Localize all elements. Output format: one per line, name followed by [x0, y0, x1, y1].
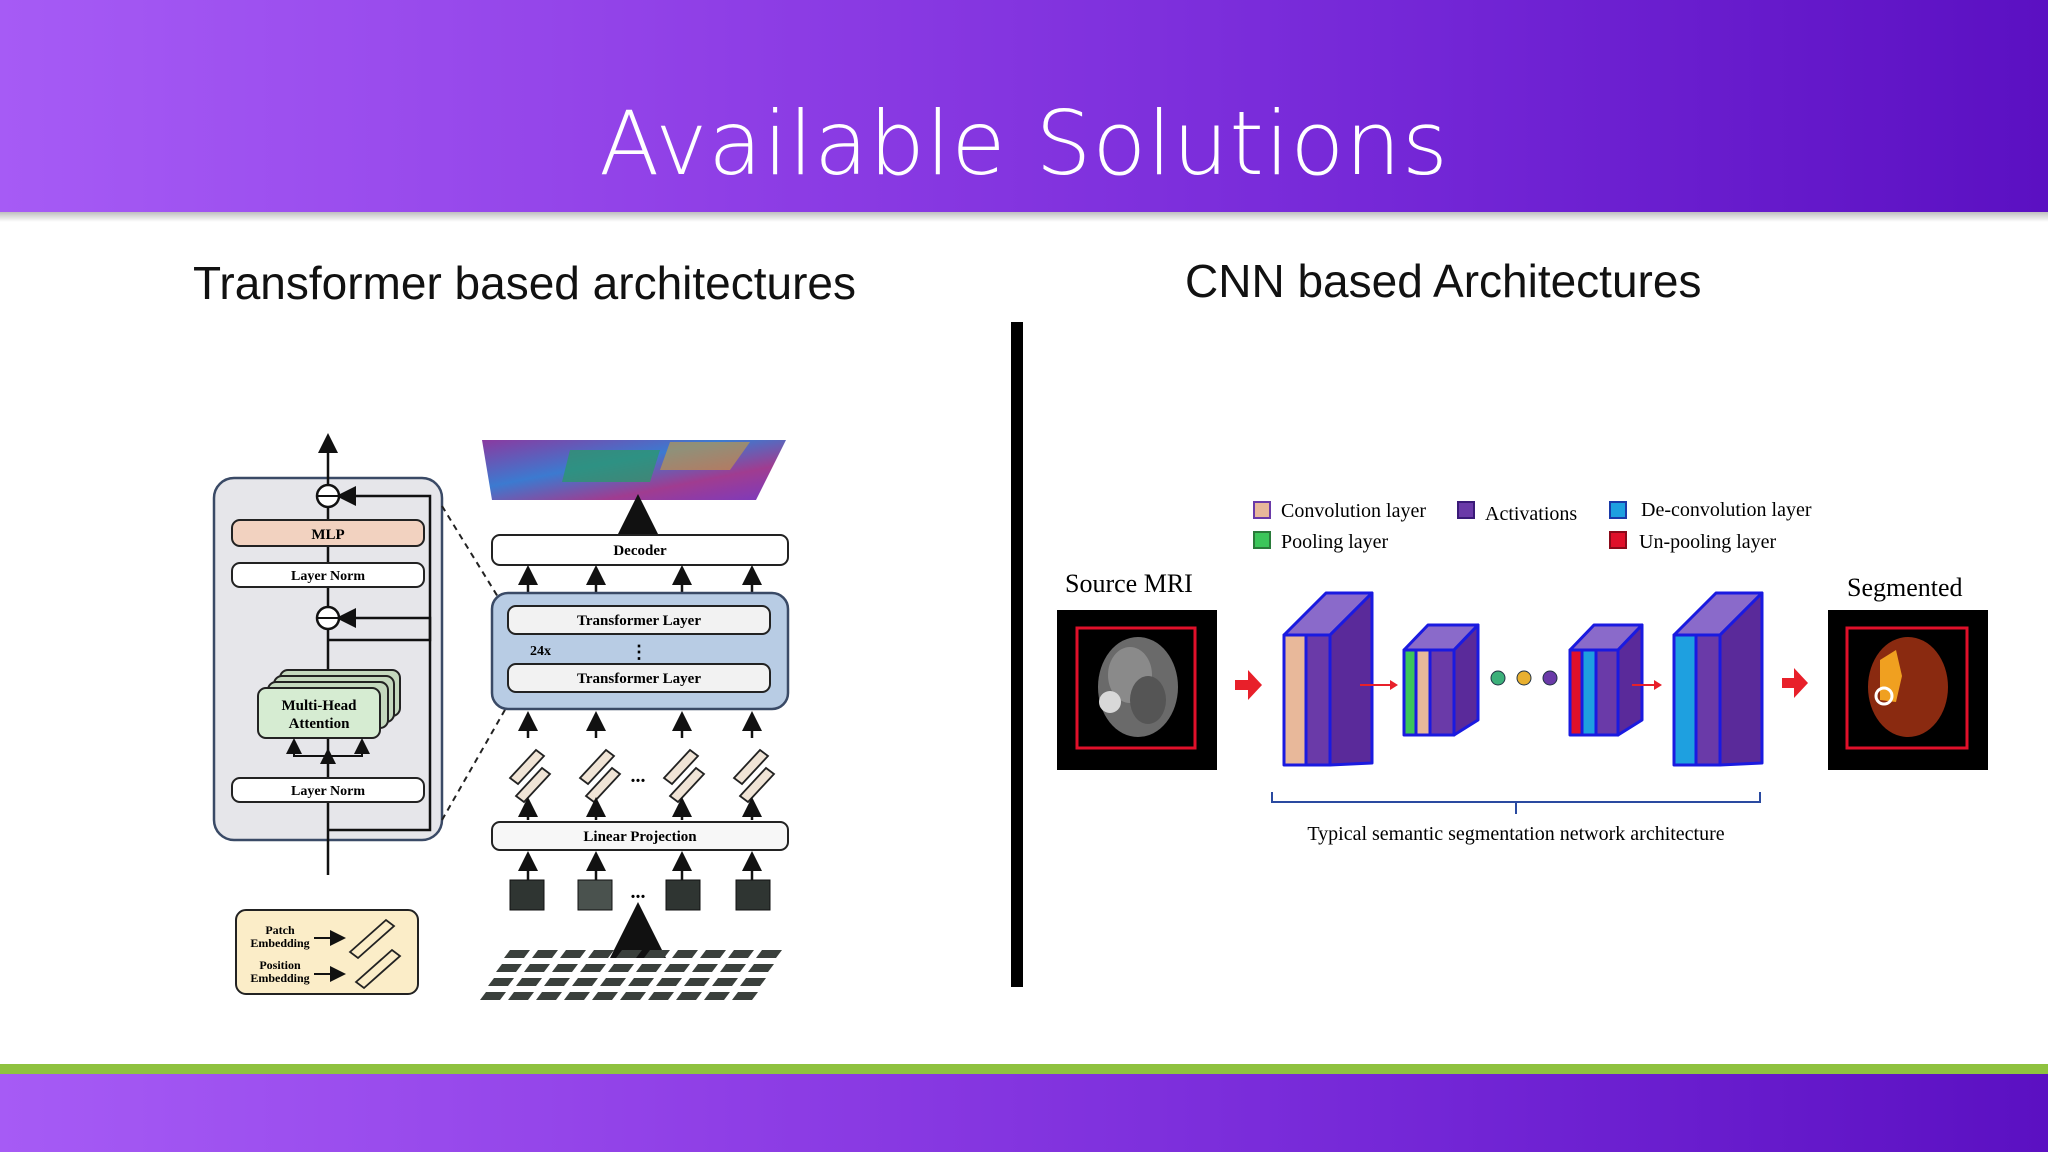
legend-pos-line1: Position [259, 958, 301, 972]
layer-norm-top [231, 562, 425, 588]
mha-label-line1: Multi-Head [282, 698, 358, 714]
legend-patch-line1: Patch [265, 923, 295, 937]
legend-activations-label: Activations [1485, 503, 1577, 525]
transformer-layer-bottom-label: Transformer Layer [577, 671, 701, 687]
dot-purple [1542, 670, 1558, 686]
input-arrow [1235, 670, 1262, 700]
legend-convolution-label: Convolution layer [1281, 500, 1426, 522]
transformer-layer-top [507, 605, 771, 635]
footer-banner [0, 1074, 2048, 1152]
segmented-label: Segmented [1847, 573, 1963, 602]
dot-green [1490, 670, 1506, 686]
decoder-unpool-block [1568, 623, 1644, 737]
transformer-layer-top-label: Transformer Layer [577, 613, 701, 629]
cnn-caption: Typical semantic segmentation network ar… [1307, 823, 1724, 845]
legend-pos-line2: Embedding [250, 971, 309, 985]
dot-yellow [1516, 670, 1532, 686]
encoder-pool-block [1402, 623, 1480, 737]
cnn-diagram: Convolution layer Activations De-convolu… [1057, 499, 1988, 845]
footer-accent-line [0, 1064, 2048, 1074]
left-heading: Transformer based architectures [193, 257, 857, 309]
transformer-diagram: MLP Layer Norm Multi-Head Attention Laye… [212, 433, 790, 1000]
network-bracket [1271, 792, 1761, 814]
mha-label-line2: Attention [289, 716, 350, 732]
mlp-label: MLP [311, 527, 344, 543]
column-divider [1011, 322, 1023, 987]
legend-activations-swatch [1457, 501, 1475, 519]
legend-patch-line2: Embedding [250, 936, 309, 950]
legend-deconvolution-swatch [1609, 501, 1627, 519]
legend-deconvolution-label: De-convolution layer [1641, 499, 1812, 521]
decoder-label: Decoder [613, 543, 667, 559]
vertical-ellipsis: ⋮ [630, 642, 648, 662]
right-heading: CNN based Architectures [1185, 255, 1702, 307]
legend-convolution-swatch [1253, 501, 1271, 519]
input-patches [509, 879, 771, 911]
patch-ellipsis: ... [631, 881, 646, 903]
legend-pooling-swatch [1253, 531, 1271, 549]
layer-norm-bottom-label: Layer Norm [291, 784, 365, 799]
legend-unpooling-swatch [1609, 531, 1627, 549]
multi-head-attention-box [257, 687, 381, 739]
token-ellipsis: ... [631, 765, 646, 787]
transformer-layer-bottom [507, 663, 771, 693]
layer-norm-bottom [231, 777, 425, 803]
output-arrow [1782, 668, 1808, 698]
layer-norm-top-label: Layer Norm [291, 569, 365, 584]
banner-shadow [0, 212, 2048, 222]
input-image-grid [480, 950, 782, 1000]
token-embeddings [508, 748, 776, 804]
linear-projection-box [491, 821, 789, 851]
legend-unpooling-label: Un-pooling layer [1639, 531, 1777, 553]
source-mri-label: Source MRI [1065, 569, 1193, 598]
decoder-box [491, 534, 789, 566]
encoder-conv-block [1282, 591, 1374, 767]
legend-pooling-label: Pooling layer [1281, 531, 1389, 553]
mlp-box [231, 519, 425, 547]
title-banner [0, 0, 2048, 212]
slide-title: Available Solutions [599, 92, 1449, 195]
linear-projection-label: Linear Projection [583, 829, 697, 845]
repeat-label: 24x [530, 644, 551, 659]
decoder-deconv-block [1672, 591, 1764, 767]
